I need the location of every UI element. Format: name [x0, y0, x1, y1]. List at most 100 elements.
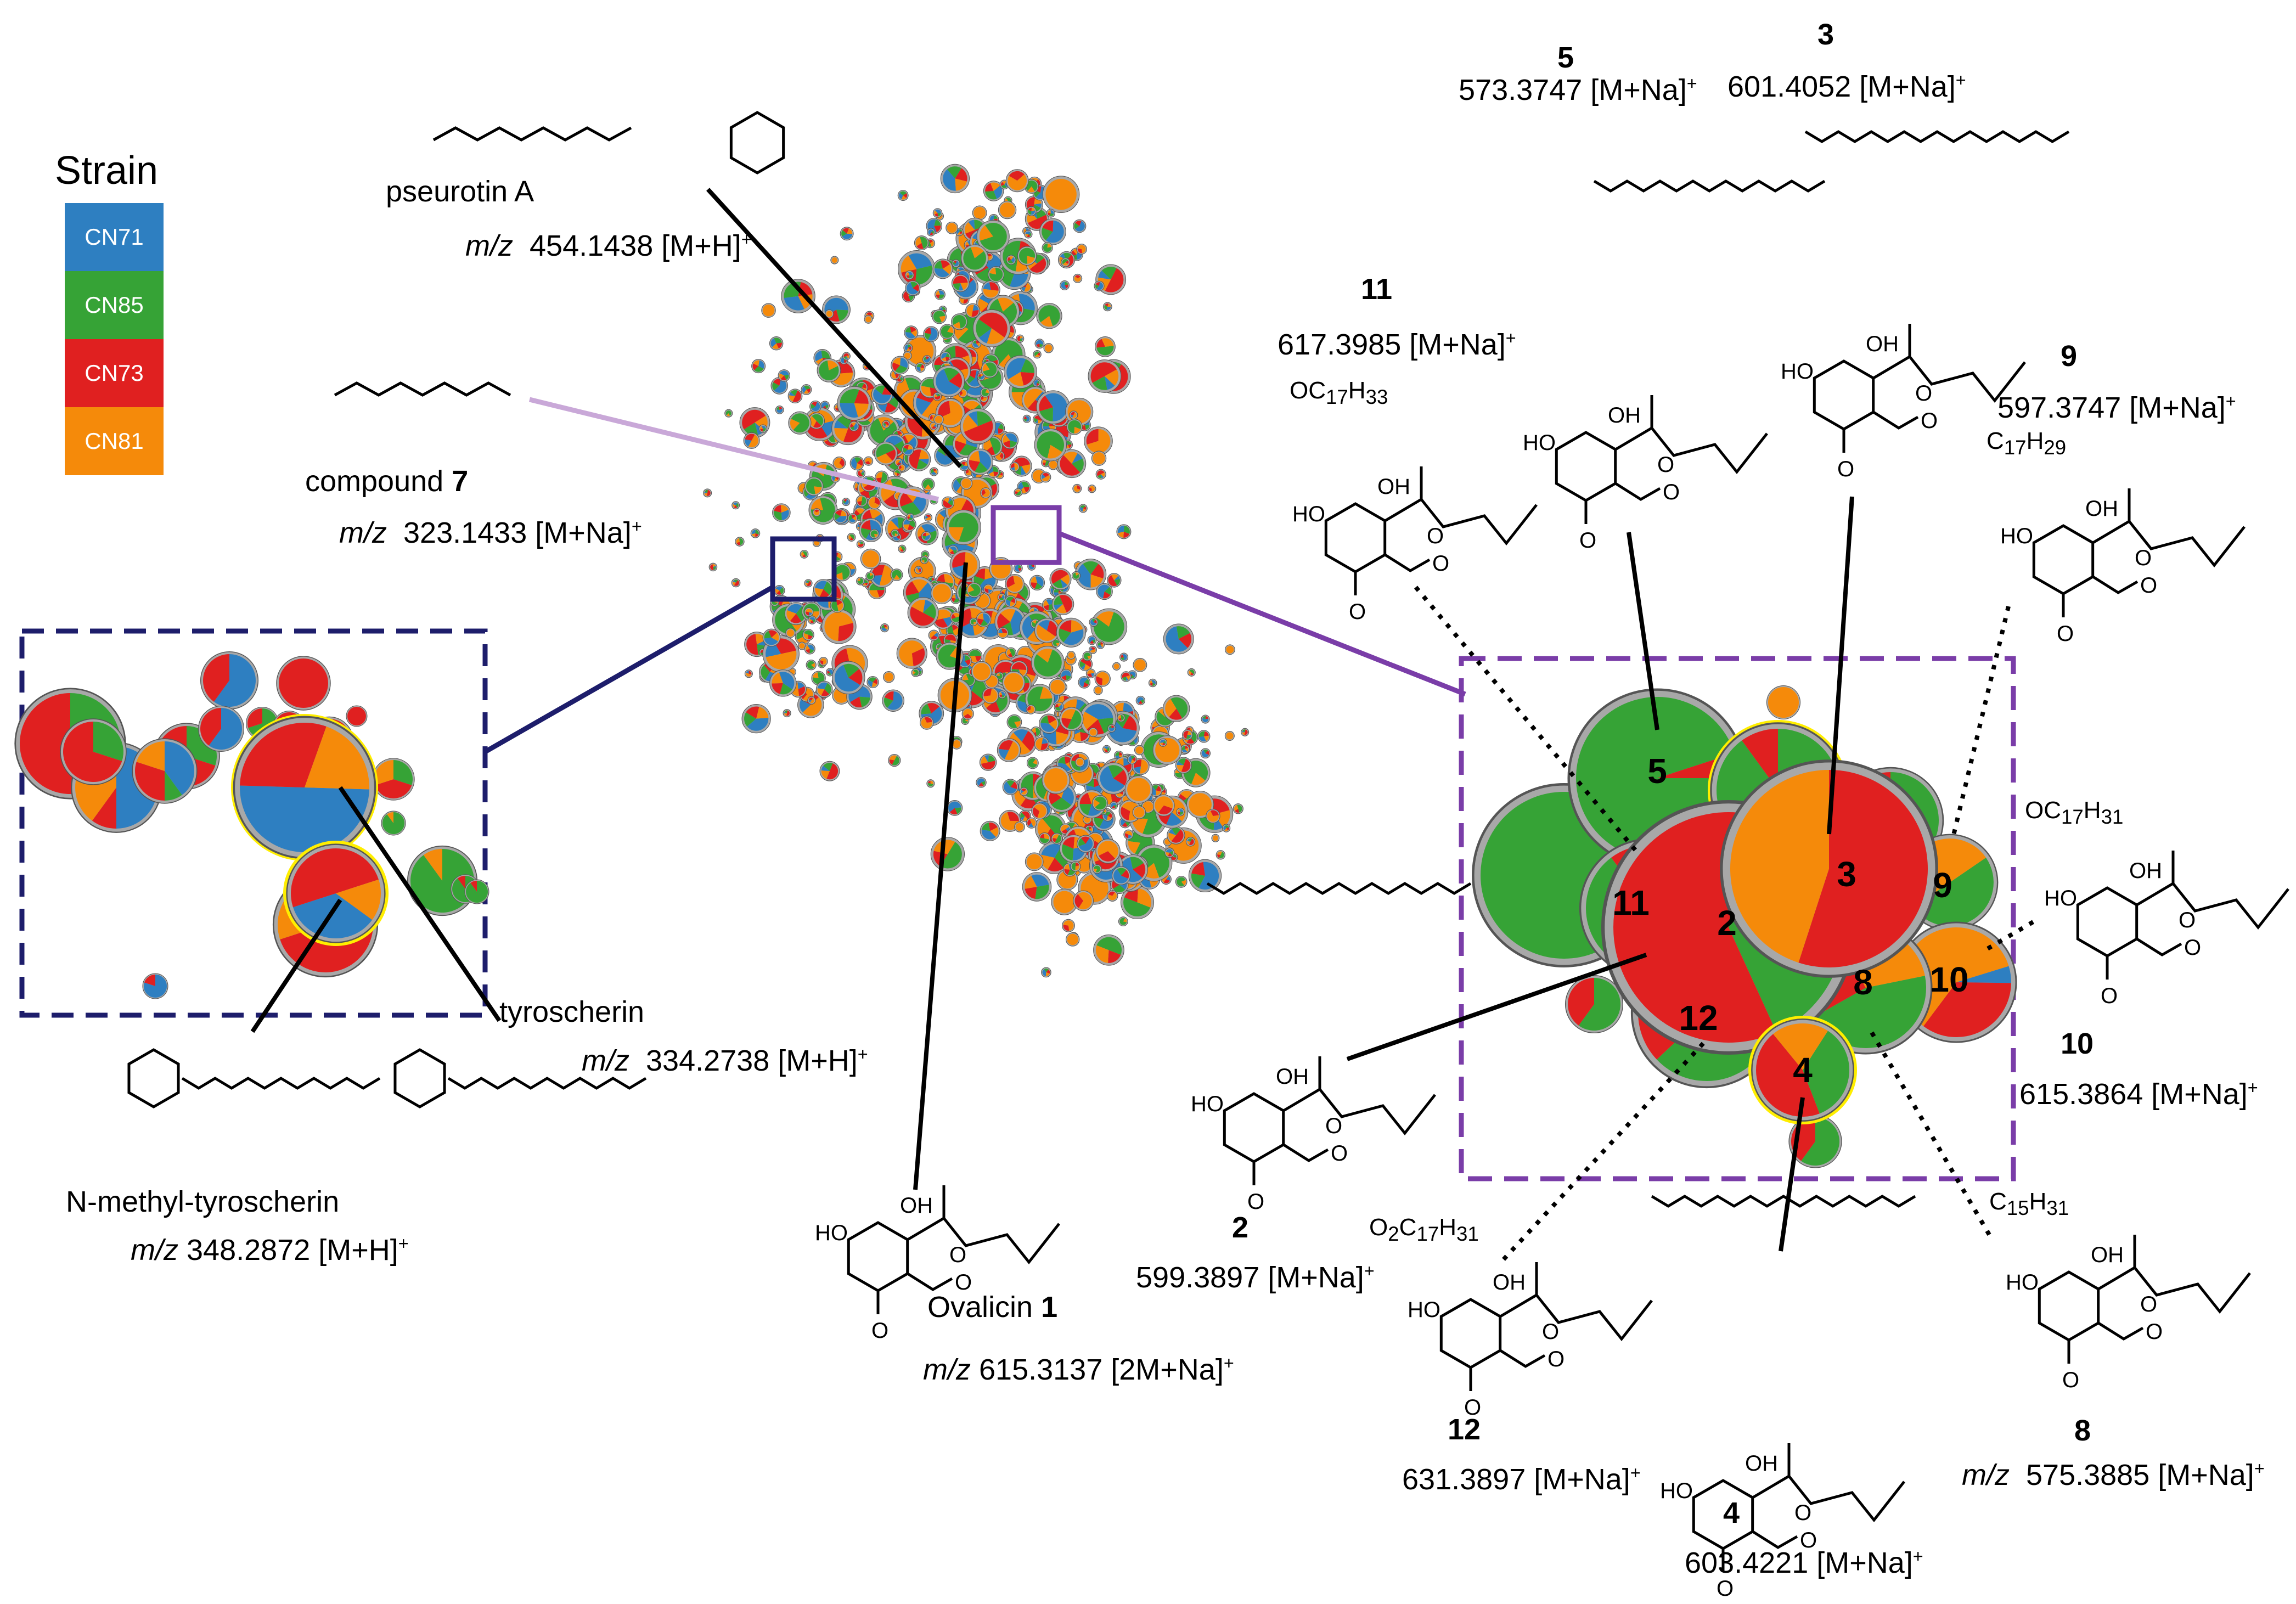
network-node [979, 753, 997, 771]
slice [1201, 750, 1209, 757]
network-node [809, 400, 821, 413]
network-node [868, 496, 881, 510]
atom-label: HO [2044, 886, 2077, 910]
compound11-mz: 617.3985 [M+Na]+ [1278, 328, 1516, 361]
cyclohexane-ring [847, 1221, 909, 1292]
network-node [1175, 876, 1188, 888]
slice [1074, 426, 1081, 434]
slice [1134, 807, 1145, 818]
slice [849, 537, 854, 541]
network-node [703, 488, 712, 498]
network-node [1005, 647, 1017, 659]
network-node [1121, 671, 1132, 682]
slice [1123, 531, 1130, 538]
network-node [1078, 676, 1091, 689]
atom-label: O [1921, 409, 1938, 433]
slice [916, 397, 931, 415]
network-node [924, 513, 933, 522]
slice [897, 431, 902, 436]
network-node [933, 365, 965, 397]
slice [893, 575, 900, 580]
network-node [837, 386, 871, 421]
c10-substituent: OC17H31 [2025, 797, 2124, 828]
slice [1234, 804, 1239, 811]
network-node [1091, 795, 1108, 811]
slice [1073, 485, 1081, 492]
network-node [1095, 838, 1121, 864]
slice [1087, 429, 1111, 453]
slice [727, 413, 730, 417]
network-node [959, 460, 970, 471]
slice [1128, 841, 1140, 854]
network-node [860, 548, 881, 570]
slice [812, 414, 824, 426]
slice [903, 447, 908, 453]
slice [734, 580, 739, 586]
slice [884, 672, 893, 682]
slice [733, 502, 738, 505]
legend-item-cn71: CN71 [65, 203, 164, 271]
slice [869, 573, 873, 576]
network-node [933, 392, 942, 401]
atom-label: OH [1493, 1270, 1526, 1295]
slice [911, 330, 917, 337]
slice [854, 403, 869, 418]
slice [1037, 381, 1040, 384]
network-node [741, 704, 771, 734]
slice [776, 408, 783, 413]
slice [713, 565, 716, 568]
slice [1076, 758, 1084, 766]
slice [980, 375, 984, 380]
tyroscherin-chain [447, 1077, 647, 1090]
slice [849, 534, 854, 540]
slice [858, 542, 861, 545]
slice [840, 402, 858, 418]
atom-label: O [2146, 1320, 2163, 1344]
network-node [947, 800, 963, 816]
network-node [1167, 826, 1185, 845]
network-node [921, 477, 935, 491]
slice [1036, 344, 1040, 347]
network-node [812, 508, 821, 517]
legend-item-cn81: CN81 [65, 407, 164, 475]
slice [926, 515, 931, 518]
slice [947, 326, 954, 334]
slice [975, 461, 988, 473]
network-node [932, 208, 943, 218]
atom-label: O [1432, 551, 1449, 576]
slice [1089, 486, 1095, 492]
slice [973, 207, 986, 219]
atom-label: O [2101, 984, 2118, 1008]
slice [857, 496, 863, 502]
slice [1045, 393, 1067, 421]
network-node [893, 469, 902, 477]
network-node [1043, 343, 1054, 353]
atom-label: OH [1866, 332, 1899, 356]
pie-number-8: 8 [1853, 963, 1873, 1002]
slice [1104, 587, 1112, 595]
slice [1024, 389, 1043, 409]
slice [843, 353, 849, 357]
network-node [802, 628, 814, 641]
slice [865, 461, 871, 465]
slice [1034, 351, 1040, 357]
slice [1063, 452, 1078, 464]
network-node [981, 361, 999, 378]
slice [1022, 816, 1028, 821]
slice [857, 382, 864, 388]
network-node [1031, 803, 1048, 820]
network-node [1200, 748, 1211, 759]
slice [1016, 490, 1021, 496]
slice [976, 342, 980, 347]
network-node [1040, 471, 1051, 483]
network-node [997, 627, 1009, 639]
network-node [819, 657, 828, 666]
atom-label: OH [900, 1194, 933, 1218]
slice [908, 344, 911, 348]
slice [876, 472, 883, 479]
network-node [800, 550, 809, 559]
slice [835, 407, 839, 411]
